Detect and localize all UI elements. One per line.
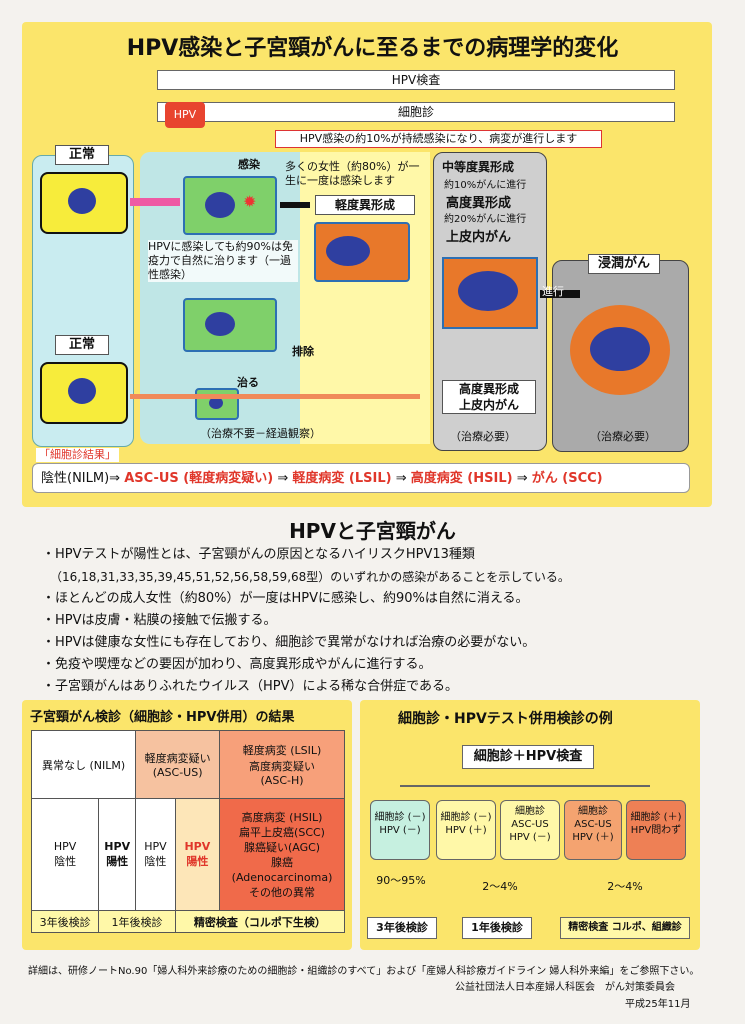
recovered-cell — [195, 388, 239, 420]
ascus-result: ASC-US (軽度病変疑い) — [124, 471, 274, 486]
moderate-rate: 約10%がんに進行 — [444, 180, 527, 191]
cytology-bar: 細胞診 — [157, 102, 675, 122]
case-box-4: 細胞診 ASC-US HPV (＋) — [564, 800, 622, 860]
normal-label-2: 正常 — [55, 335, 109, 355]
infected-cell: ✹ — [183, 176, 277, 235]
screening-results-table: 異常なし (NILM) 軽度病変疑い (ASC-US) 軽度病変 (LSIL) … — [30, 730, 346, 933]
case-box-2: 細胞診 (－) HPV (＋) — [436, 800, 496, 860]
severe-findings: 高度病変 (HSIL) 扁平上皮癌(SCC) 腺癌疑い(AGC) 腺癌 (Ade… — [219, 798, 345, 911]
cure-label: 治る — [237, 376, 259, 389]
to-mild-arrow — [280, 202, 310, 208]
moderate-label: 中等度異形成 — [442, 160, 515, 174]
lsil-result: 軽度病変 (LSIL) — [292, 471, 392, 486]
mild-label: 軽度異形成 — [315, 195, 415, 215]
hsil-result: 高度病変 (HSIL) — [410, 471, 513, 486]
negative-result: 陰性(NILM)⇒ — [41, 471, 121, 486]
invasive-label: 浸潤がん — [588, 254, 660, 274]
publish-date: 平成25年11月 — [625, 999, 691, 1010]
women-80-note: 多くの女性（約80%）が一生に一度は感染します — [285, 160, 420, 187]
treatment-needed-2: （治療必要） — [590, 430, 656, 443]
result-arrow-3: ⇒ — [516, 471, 528, 486]
screening-results-title: 子宮頸がん検診（細胞診・HPV併用）の結果 — [30, 710, 295, 725]
no-treatment-label: （治療不要－経過観察） — [200, 427, 321, 440]
organization: 公益社団法人日本産婦人科医会 がん対策委員会 — [455, 982, 675, 993]
col-ascus: 軽度病変疑い (ASC-US) — [135, 730, 221, 799]
hpv-bullet-list: ・HPVテストが陽性とは、子宮頸がんの原因となるハイリスクHPV13種類 （16… — [42, 544, 722, 698]
result-arrow-1: ⇒ — [277, 471, 289, 486]
col-nilm: 異常なし (NILM) — [30, 730, 137, 799]
bullet-item: ・HPVは皮膚・粘膜の接触で伝搬する。 — [42, 613, 277, 628]
scc-result: がん (SCC) — [531, 471, 603, 486]
severe-rate: 約20%がんに進行 — [444, 214, 527, 225]
hpv-positive-2: HPV 陽性 — [174, 798, 221, 911]
bullet-item: ・免疫や喫煙などの要因が加わり、高度異形成やがんに進行する。 — [42, 657, 432, 672]
exclude-label: 排除 — [292, 345, 314, 358]
severe-label: 高度異形成 — [446, 196, 512, 211]
cytology-plus-hpv-box: 細胞診＋HPV検査 — [462, 745, 594, 769]
mild-cell — [314, 222, 410, 282]
page-title: HPV感染と子宮頸がんに至るまでの病理学的変化 — [126, 36, 619, 61]
followup-1y: 1年後検診 — [98, 910, 176, 933]
reference-note: 詳細は、研修ノートNo.90「婦人科外来診療のための細胞診・組織診のすべて」およ… — [28, 966, 700, 977]
severe-cell — [442, 257, 538, 329]
outcome-3y: 3年後検診 — [367, 917, 437, 939]
bullet-item: ・子宮頸がんはありふれたウイルス（HPV）による稀な合併症である。 — [42, 679, 458, 694]
severe-box: 高度異形成 上皮内がん — [442, 380, 536, 414]
progress-arrow — [540, 290, 580, 298]
normal-cell-2 — [40, 362, 128, 424]
hpv-badge: HPV — [165, 102, 205, 128]
case-box-3: 細胞診 ASC-US HPV (－) — [500, 800, 560, 860]
rate-3: 2～4% — [607, 880, 643, 893]
bullet-item: ・ほとんどの成人女性（約80%）が一度はHPVに感染し、約90%は自然に消える。 — [42, 591, 529, 606]
cis-label: 上皮内がん — [446, 230, 512, 245]
hpv-cervical-cancer-title: HPVと子宮頸がん — [289, 519, 456, 543]
invasive-cell — [570, 305, 670, 395]
case-box-1: 細胞診 (－) HPV (－) — [370, 800, 430, 860]
cytology-result-label: 「細胞診結果」 — [36, 448, 119, 462]
case-box-5: 細胞診 (＋) HPV問わず — [626, 800, 686, 860]
treatment-needed-1: （治療必要） — [450, 430, 516, 443]
infection-arrow — [130, 198, 180, 206]
col-lsil: 軽度病変 (LSIL) 高度病変疑い (ASC-H) — [219, 730, 345, 799]
outcome-1y: 1年後検診 — [462, 917, 532, 939]
hpv-negative-2: HPV 陰性 — [135, 798, 176, 911]
recovery-arrow — [130, 394, 420, 399]
detailed-exam: 精密検査（コルポ下生検） — [174, 910, 346, 933]
cytology-result-bar: 陰性(NILM)⇒ ASC-US (軽度病変疑い) ⇒ 軽度病変 (LSIL) … — [32, 463, 690, 493]
bullet-item: （16,18,31,33,35,39,45,51,52,56,58,59,68型… — [50, 570, 570, 584]
outcome-detailed: 精密検査 コルポ、組織診 — [560, 917, 690, 939]
normal-cell-1 — [40, 172, 128, 234]
rate-2: 2～4% — [482, 880, 518, 893]
followup-3y: 3年後検診 — [30, 910, 100, 933]
heal-90-note: HPVに感染しても約90%は免疫力で自然に治ります（一過性感染） — [148, 240, 298, 282]
hpv-test-bar: HPV検査 — [157, 70, 675, 90]
infection-label: 感染 — [238, 158, 260, 171]
progress-label: 進行 — [542, 285, 564, 298]
bullet-item: ・HPVは健康な女性にも存在しており、細胞診で異常がなければ治療の必要がない。 — [42, 635, 536, 650]
progress-note: HPV感染の約10%が持続感染になり、病変が進行します — [275, 130, 602, 148]
cleared-cell — [183, 298, 277, 352]
combined-screening-title: 細胞診・HPVテスト併用検診の例 — [398, 711, 613, 727]
normal-label-1: 正常 — [55, 145, 109, 165]
rate-1: 90～95% — [376, 874, 426, 887]
hpv-positive-1: HPV 陽性 — [98, 798, 137, 911]
hpv-negative-1: HPV 陰性 — [30, 798, 100, 911]
result-arrow-2: ⇒ — [395, 471, 407, 486]
bullet-item: ・HPVテストが陽性とは、子宮頸がんの原因となるハイリスクHPV13種類 — [42, 547, 475, 562]
branch-line — [400, 785, 650, 787]
